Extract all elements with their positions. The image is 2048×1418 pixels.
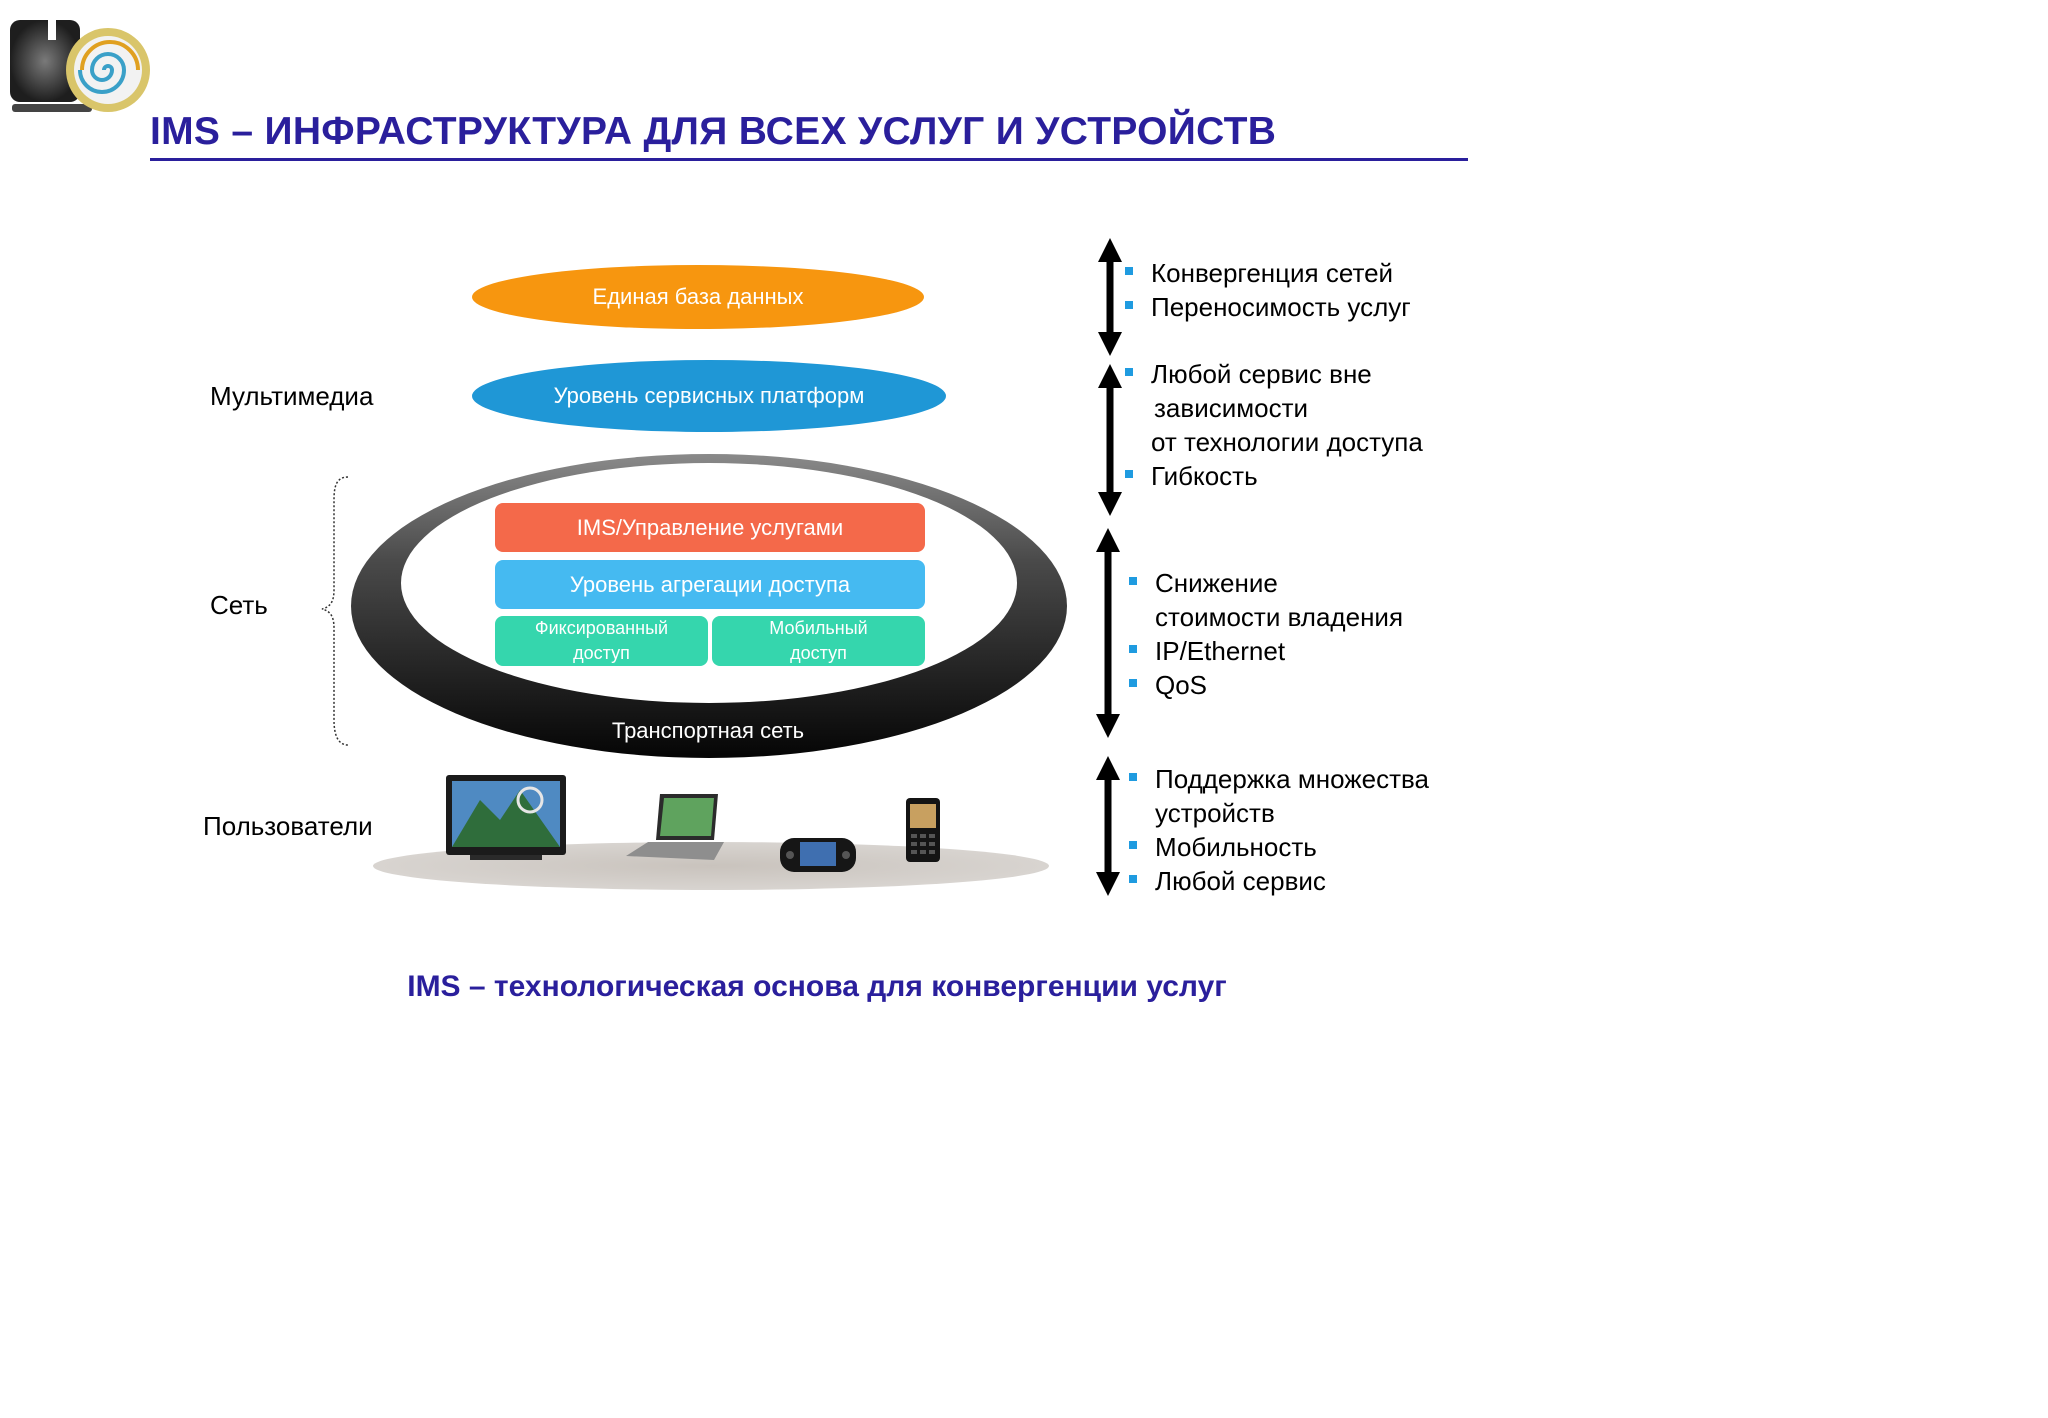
bullets-group-4: Поддержка множества устройств Мобильност… (1129, 762, 1429, 898)
footer-caption: IMS – технологическая основа для конверг… (407, 970, 1227, 1003)
bullet-item: Любой сервис (1129, 864, 1429, 898)
multimedia-label: Мультимедиа (210, 381, 374, 411)
double-arrow-4 (1096, 756, 1120, 896)
service-platforms-label: Уровень сервисных платформ (553, 383, 865, 408)
double-arrow-1 (1098, 238, 1122, 356)
access-aggregation-label: Уровень агрегации доступа (569, 571, 851, 597)
laptop-icon (626, 794, 724, 860)
bullet-item: Любой сервис вне (1125, 357, 1423, 391)
ims-control-label: IMS/Управление услугами (576, 514, 844, 540)
bullet-item-continuation: от технологии доступа (1151, 427, 1423, 457)
page-title: IMS – ИНФРАСТРУКТУРА ДЛЯ ВСЕХ УСЛУГ И УС… (150, 110, 1277, 153)
bullets-group-3: Снижение стоимости владения IP/Ethernet … (1129, 566, 1403, 702)
bullet-item: Снижение (1129, 566, 1403, 600)
bullets-group-2: Любой сервис вне зависимости от технолог… (1125, 357, 1423, 493)
bullet-item-continuation: зависимости (1154, 393, 1309, 423)
bullet-item: IP/Ethernet (1129, 634, 1403, 668)
mobile-phone-icon (906, 798, 940, 862)
fixed-access-box: Фиксированный доступ (495, 616, 708, 666)
double-arrow-3 (1096, 528, 1120, 738)
company-logo (10, 0, 150, 112)
bullet-item: Переносимость услуг (1125, 290, 1411, 324)
title-underline (150, 158, 1468, 161)
bullet-item: Поддержка множества (1129, 762, 1429, 796)
ims-control-layer: IMS/Управление услугами (495, 503, 925, 552)
bullet-item: Мобильность (1129, 830, 1429, 864)
double-arrow-2 (1098, 364, 1122, 516)
network-brace (321, 476, 349, 746)
bullet-item-continuation: устройств (1155, 798, 1275, 828)
network-label: Сеть (210, 590, 268, 620)
mobile-access-line-2: доступ (790, 643, 847, 663)
mobile-access-box: Мобильный доступ (712, 616, 925, 666)
database-ellipse (472, 265, 924, 329)
bullet-item: Конвергенция сетей (1125, 256, 1411, 290)
bullets-group-1: Конвергенция сетей Переносимость услуг (1125, 256, 1411, 324)
game-console-icon (780, 838, 856, 872)
bullet-item: QoS (1129, 668, 1403, 702)
fixed-access-line-2: доступ (573, 643, 630, 663)
service-platforms-ellipse (472, 360, 946, 432)
tv-icon (446, 775, 566, 860)
fixed-access-line-1: Фиксированный (534, 618, 669, 638)
access-aggregation-layer: Уровень агрегации доступа (495, 560, 925, 609)
users-label: Пользователи (203, 811, 373, 841)
bullet-item: Гибкость (1125, 459, 1423, 493)
bullet-item-continuation: стоимости владения (1155, 602, 1404, 632)
mobile-access-line-1: Мобильный (769, 618, 868, 638)
transport-network-label: Транспортная сеть (611, 718, 805, 743)
database-label: Единая база данных (592, 284, 804, 309)
